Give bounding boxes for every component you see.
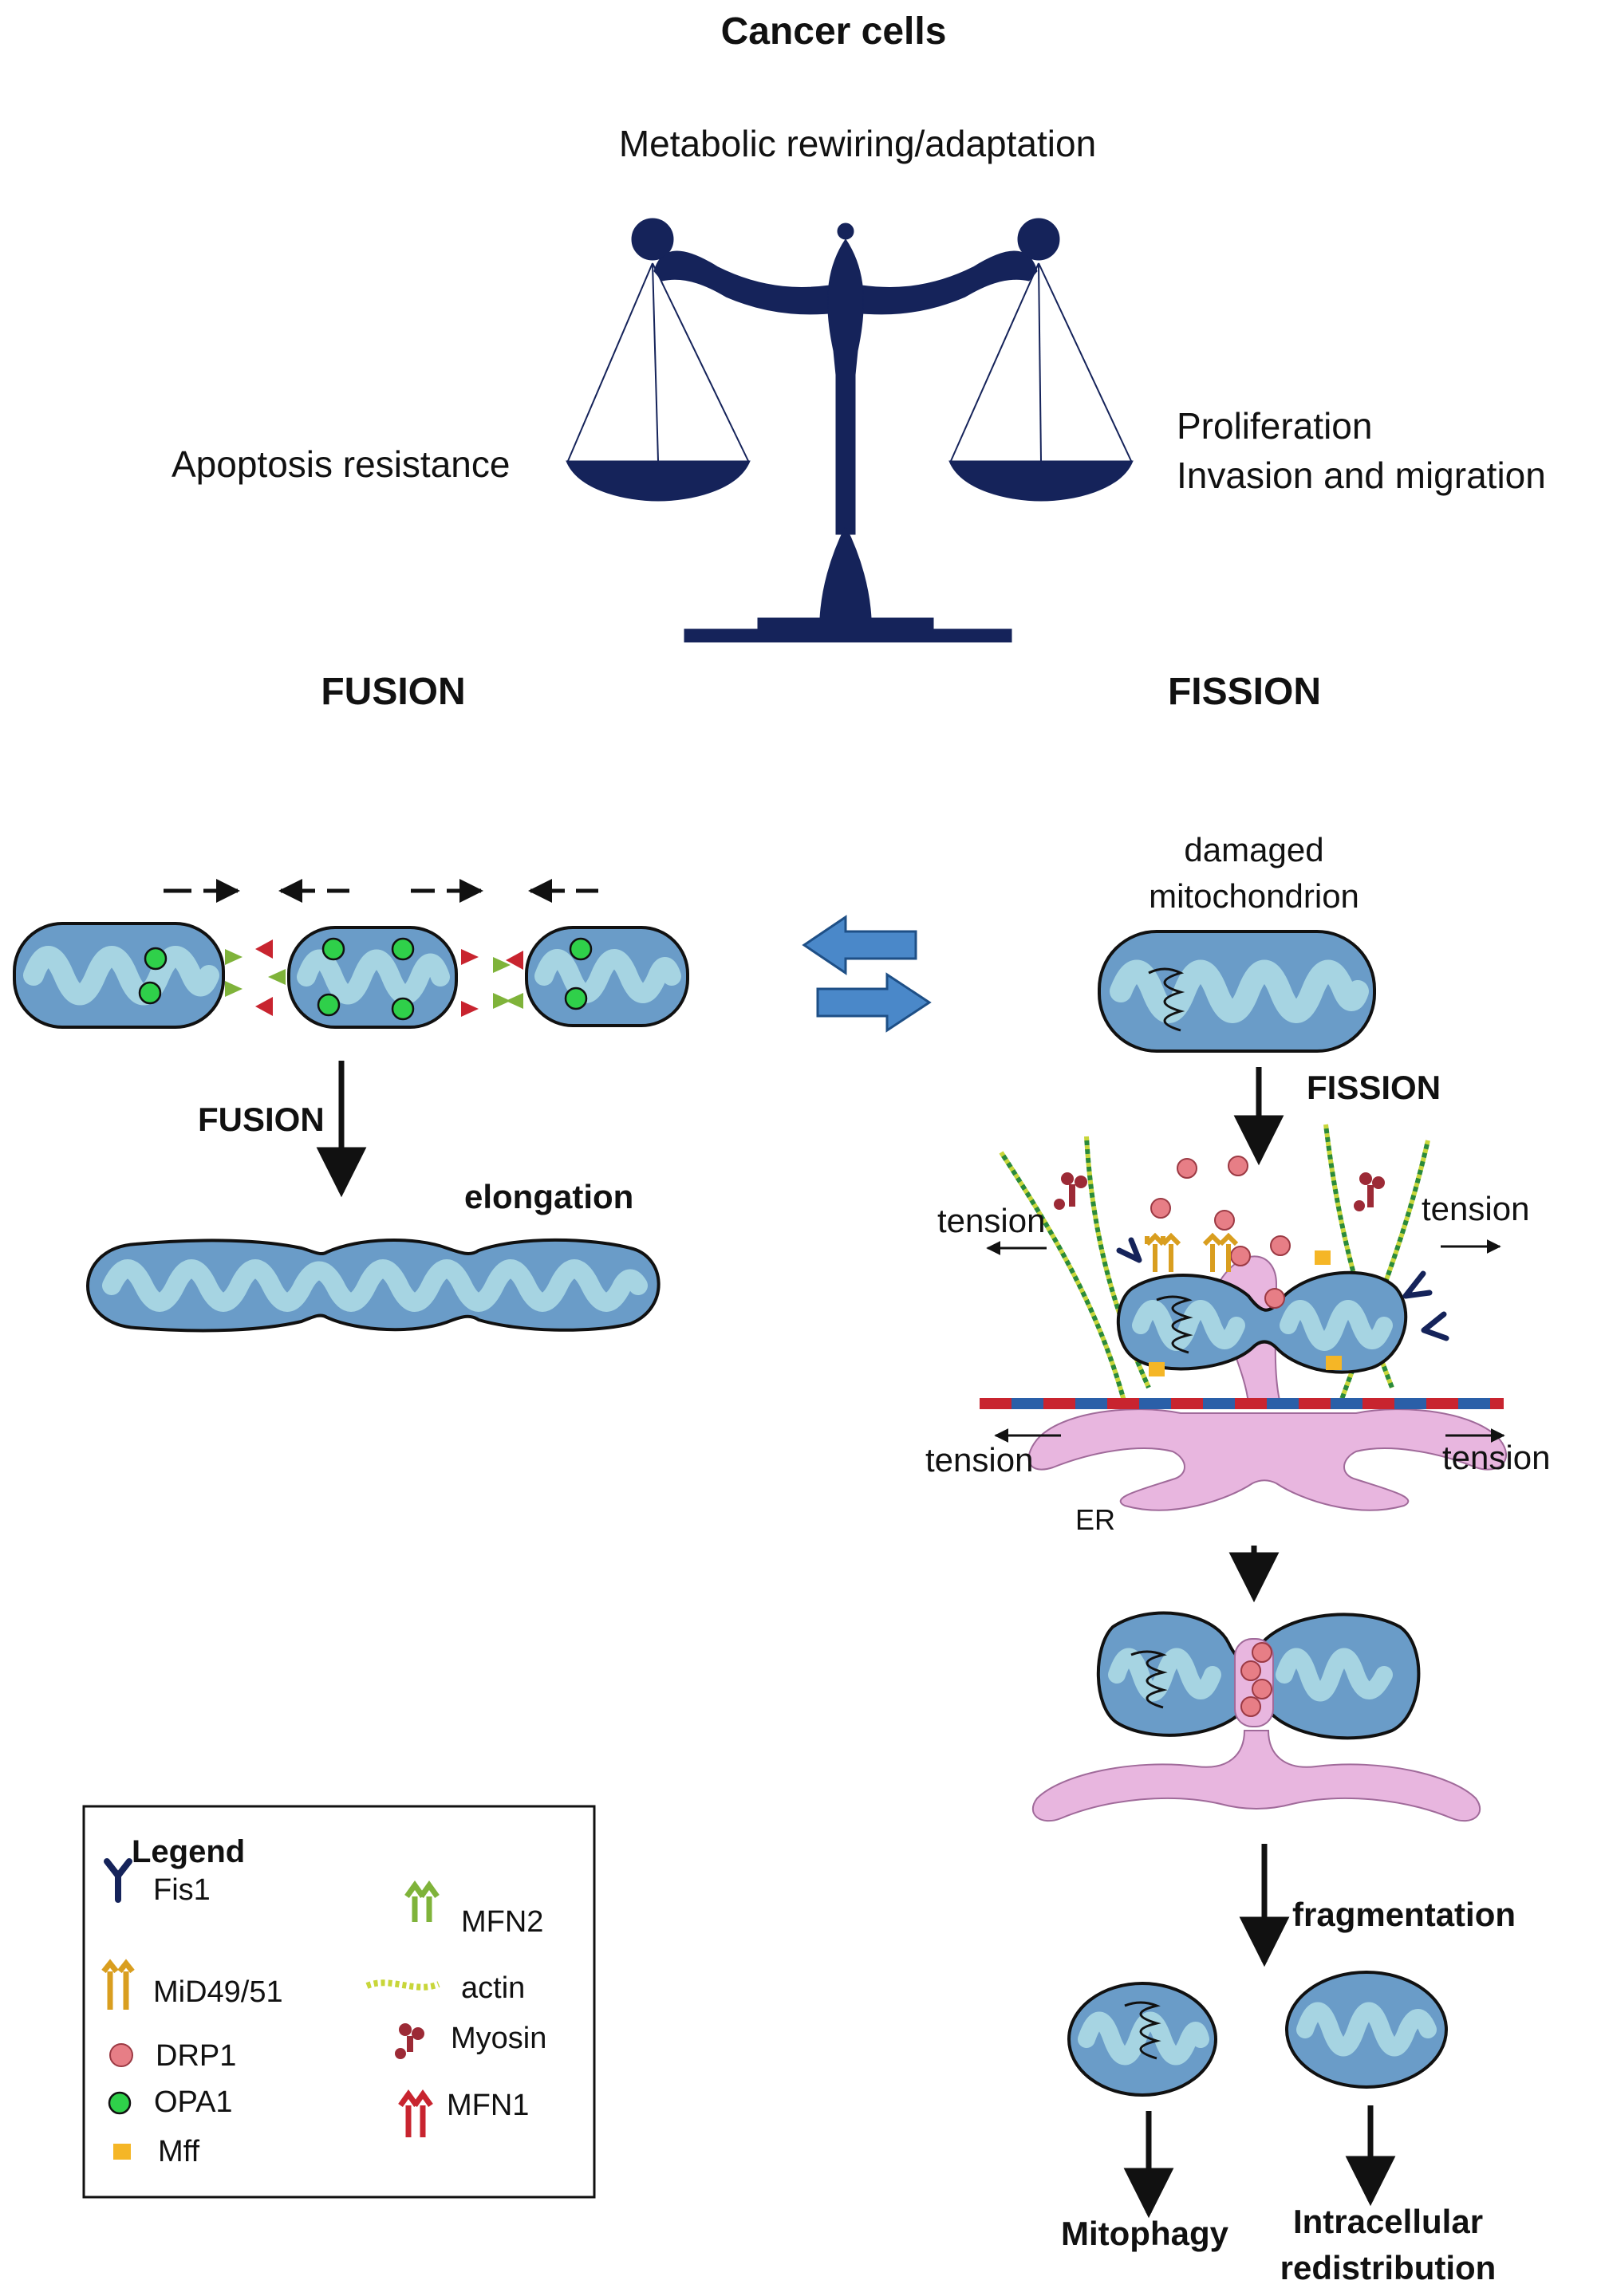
tension-label-bottom-right: tension	[1442, 1439, 1550, 1476]
mitochondrion-fusing-2	[287, 926, 458, 1029]
drp1-ring	[1240, 1642, 1272, 1717]
equilibrium-arrows	[802, 915, 932, 1033]
fission-arrow-label: FISSION	[1307, 1069, 1441, 1106]
heading-fission: FISSION	[1168, 671, 1321, 713]
damaged-dna-squiggle	[1148, 967, 1185, 1032]
legend-label-opa1: OPA1	[154, 2085, 233, 2119]
legend-label-actin: actin	[461, 1971, 525, 2005]
balance-scale-icon	[566, 218, 1134, 643]
balance-right-label-1: Proliferation	[1177, 405, 1372, 447]
legend-label-drp1: DRP1	[156, 2039, 236, 2073]
mff-marker	[1149, 1250, 1342, 1376]
damaged-dna-squiggle	[1130, 1650, 1168, 1709]
mid49-51-icon	[101, 1959, 135, 2010]
elongated-mitochondrion	[86, 1238, 661, 1333]
er-network	[980, 1398, 1508, 1511]
opa1-dot	[321, 937, 345, 961]
er-label: ER	[1075, 1503, 1115, 1536]
constricting-mitochondrion	[1116, 1270, 1408, 1374]
fis1-icon	[104, 1858, 132, 1903]
fission-scene: ER	[980, 1124, 1508, 1536]
legend-label-myosin: Myosin	[451, 2022, 546, 2055]
mff-icon	[113, 2144, 131, 2160]
page-title: Cancer cells	[721, 10, 947, 53]
balance-right-label-2: Invasion and migration	[1177, 455, 1546, 496]
mfn1-tether-icon	[255, 939, 523, 1017]
outcome-mitophagy-label: Mitophagy	[1061, 2215, 1229, 2252]
opa1-dot	[144, 947, 168, 971]
mid49-51-receptor-icon	[1145, 1232, 1239, 1272]
opa1-icon	[108, 2091, 132, 2115]
tension-label-top-right: tension	[1422, 1190, 1529, 1227]
opa1-dot	[569, 937, 593, 961]
mfn2-icon	[404, 1880, 440, 1922]
opa1-dot	[391, 937, 415, 961]
outcome-redistribution-label-2: redistribution	[1280, 2249, 1497, 2286]
myosin-legend-icon	[395, 2023, 424, 2059]
legend-box	[82, 1805, 596, 2199]
legend-title: Legend	[132, 1834, 245, 1869]
damaged-dna-squiggle	[1156, 1295, 1193, 1354]
fis1-receptor-icon	[1116, 1237, 1449, 1341]
drp1-dots	[1150, 1156, 1291, 1309]
damaged-label-2: mitochondrion	[1149, 877, 1359, 915]
daughter-mitochondrion-damaged	[1067, 1982, 1217, 2097]
mitochondrion-fusing-3	[525, 926, 689, 1027]
mfn2-tether-icon	[225, 949, 523, 1009]
opa1-dot	[564, 987, 588, 1010]
legend-label-mfn2: MFN2	[461, 1905, 543, 1939]
balance-top-label: Metabolic rewiring/adaptation	[619, 123, 1096, 164]
outcome-redistribution-label-1: Intracellular	[1293, 2203, 1483, 2240]
legend-label-mfn1: MFN1	[447, 2089, 529, 2122]
fusing-mitochondria	[13, 922, 689, 1029]
legend-label-mff: Mff	[158, 2135, 200, 2168]
legend-label-fis1: Fis1	[153, 1873, 211, 1907]
tension-label-bottom-left: tension	[925, 1441, 1033, 1479]
legend: Legend Fis1 MiD49/51 DRP1 OPA1 Mff MFN2 …	[82, 1805, 596, 2199]
heading-fusion: FUSION	[321, 671, 465, 713]
mfn1-icon	[398, 2089, 433, 2137]
actin-icon	[365, 1979, 440, 1991]
drp1-icon	[109, 2043, 133, 2067]
legend-label-mid49-51: MiD49/51	[153, 1975, 283, 2009]
fusion-arrow-label: FUSION	[198, 1101, 325, 1138]
damaged-dna-squiggle	[1124, 2001, 1161, 2060]
opa1-dot	[391, 997, 415, 1021]
opa1-dot	[317, 993, 341, 1017]
opa1-dot	[138, 981, 162, 1005]
tension-arrows	[986, 1239, 1505, 1443]
fragmentation-label: fragmentation	[1292, 1896, 1516, 1933]
daughter-mitochondrion-healthy	[1285, 1971, 1448, 2089]
myosin-icon	[1054, 1172, 1385, 1211]
balance-strings	[567, 262, 1132, 462]
elongation-label: elongation	[464, 1178, 633, 1215]
damaged-mitochondrion	[1098, 930, 1376, 1053]
balance-left-label: Apoptosis resistance	[172, 443, 510, 485]
tension-label-top-left: tension	[937, 1202, 1045, 1239]
constricted-mitochondrion-stage	[1031, 1611, 1481, 1822]
mitochondrion-fusing-1	[13, 922, 225, 1029]
damaged-label-1: damaged	[1184, 831, 1323, 868]
